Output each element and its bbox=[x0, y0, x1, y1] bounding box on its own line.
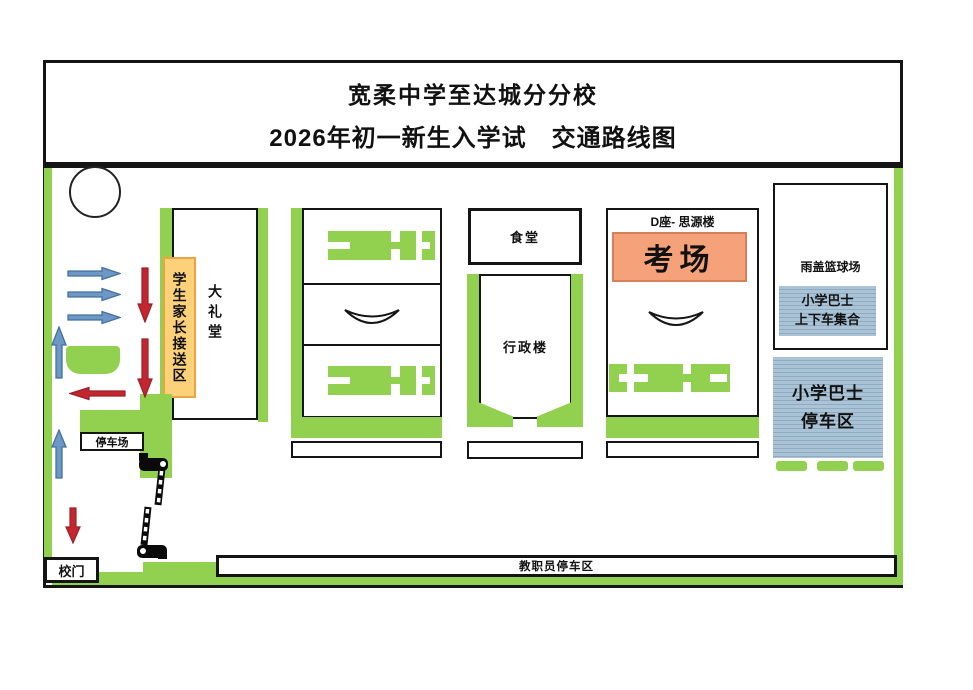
path-left-edge bbox=[44, 168, 52, 558]
parking-lot-label: 停车场 bbox=[95, 436, 129, 449]
path-auditorium-right bbox=[258, 208, 268, 422]
path-midblock-left bbox=[291, 208, 302, 421]
midblock-divider-2 bbox=[303, 344, 441, 346]
page-title: 宽柔中学至达城分分校 bbox=[348, 82, 598, 108]
page-subtitle: 2026年初一新生入学试 交通路线图 bbox=[269, 125, 677, 152]
path-dash-1 bbox=[776, 461, 807, 471]
path-dash-3 bbox=[853, 461, 884, 471]
bus-assembly-line2: 上下车集合 bbox=[794, 312, 860, 327]
pickup-dropoff-label: 学生家长接送区 bbox=[171, 271, 188, 384]
path-admin-right bbox=[571, 274, 583, 420]
path-admin-left bbox=[467, 274, 479, 420]
zone-parking-lot: 停车场 bbox=[80, 432, 144, 451]
arrow-down-red-1 bbox=[137, 267, 153, 323]
walkway-block-d bbox=[606, 441, 759, 458]
arrow-right-blue-2 bbox=[67, 287, 121, 302]
arrow-up-blue-2 bbox=[51, 429, 67, 479]
walkway-admin bbox=[467, 441, 583, 459]
path-right-edge bbox=[894, 168, 903, 585]
walkway-midblock bbox=[291, 441, 442, 458]
arrow-down-red-3 bbox=[65, 507, 81, 544]
block-d-label: D座- 思源楼 bbox=[650, 214, 715, 229]
zone-school-gate: 校门 bbox=[44, 557, 99, 583]
arrow-down-red-2 bbox=[137, 338, 153, 398]
zone-staff-parking: 教职员停车区 bbox=[216, 555, 897, 577]
admin-label: 行政楼 bbox=[502, 340, 548, 355]
arrow-up-blue-1 bbox=[51, 326, 67, 379]
courtyard-arc-midblock bbox=[344, 309, 400, 324]
midblock-divider-1 bbox=[303, 283, 441, 285]
building-bar-block-d bbox=[609, 364, 730, 392]
building-admin: 行政楼 bbox=[479, 274, 572, 419]
roundabout-circle bbox=[69, 166, 121, 218]
arrow-right-blue-1 bbox=[67, 266, 121, 281]
canteen-label: 食堂 bbox=[509, 230, 540, 245]
path-block-d-bottom bbox=[606, 417, 759, 438]
title-box: 宽柔中学至达城分分校 2026年初一新生入学试 交通路线图 bbox=[43, 60, 903, 165]
building-bar-top bbox=[328, 231, 435, 260]
path-dash-2 bbox=[817, 461, 848, 471]
zone-exam-hall: 考场 bbox=[612, 232, 747, 282]
school-gate-label: 校门 bbox=[58, 563, 85, 579]
building-canteen: 食堂 bbox=[468, 208, 582, 265]
zone-pickup-dropoff: 学生家长接送区 bbox=[163, 257, 196, 398]
path-pickup-bay bbox=[66, 346, 120, 374]
basketball-court-label: 雨盖篮球场 bbox=[800, 259, 861, 274]
auditorium-label: 大礼堂 bbox=[207, 284, 223, 344]
building-bar-bottom bbox=[328, 366, 435, 395]
staff-parking-label: 教职员停车区 bbox=[519, 561, 594, 573]
courtyard-arc-block-d bbox=[648, 311, 704, 326]
bus-parking-line1: 小学巴士 bbox=[792, 384, 864, 404]
boom-gate-lower-icon bbox=[137, 506, 167, 559]
path-bottom-raised bbox=[143, 562, 218, 574]
bus-assembly-line1: 小学巴士 bbox=[801, 293, 854, 309]
bus-parking-line2: 停车区 bbox=[801, 411, 855, 431]
arrow-right-blue-3 bbox=[67, 310, 121, 325]
arrow-left-red-1 bbox=[69, 386, 126, 401]
boom-gate-upper-icon bbox=[139, 453, 168, 506]
exam-hall-label: 考场 bbox=[643, 244, 716, 277]
path-midblock-bottom bbox=[291, 417, 442, 438]
zone-bus-parking: 小学巴士 停车区 bbox=[773, 357, 883, 458]
zone-bus-assembly: 小学巴士 上下车集合 bbox=[779, 286, 876, 336]
